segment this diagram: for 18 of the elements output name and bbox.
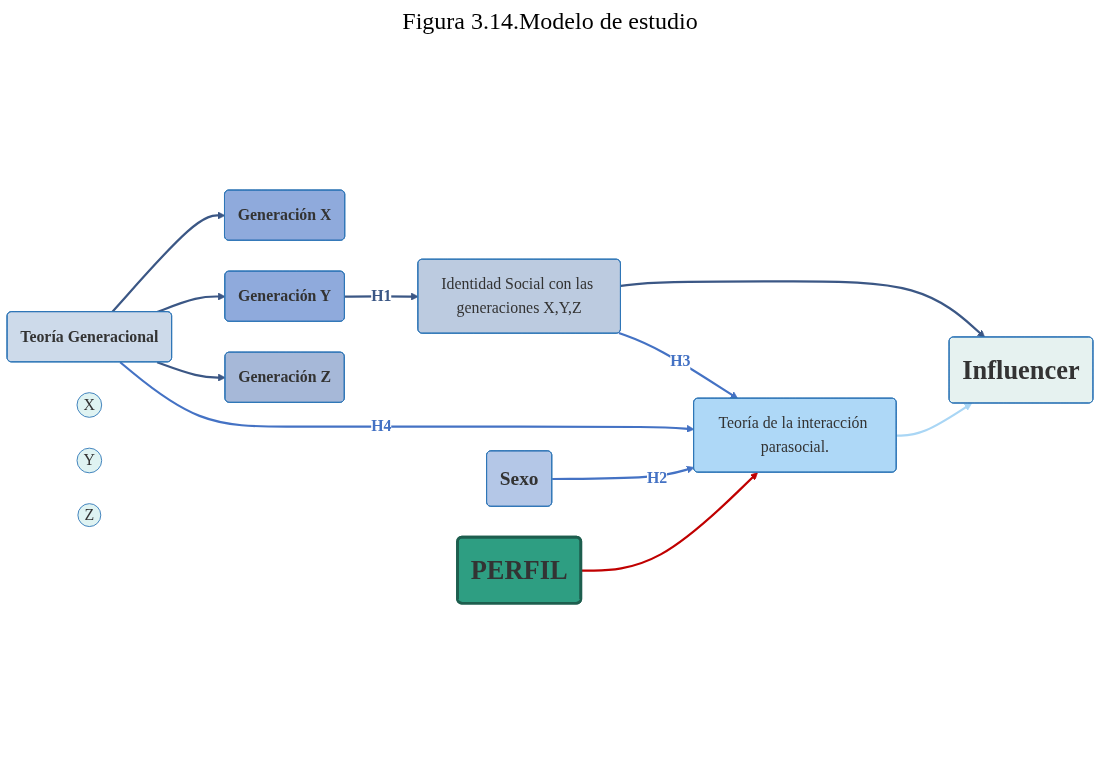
edge-label: H1: [371, 286, 392, 305]
arrow: [581, 472, 758, 572]
arrow: [618, 331, 739, 399]
arrow: [156, 361, 226, 382]
edge-label: H4: [371, 417, 392, 435]
figure-title: Figura 3.14.Modelo de estudio: [401, 8, 699, 35]
node-circle: X: [76, 392, 103, 418]
edge-label: H3: [670, 352, 691, 370]
arrow: [620, 280, 986, 338]
node-circle: Z: [77, 503, 102, 527]
arrow: [119, 361, 695, 433]
arrow: [552, 465, 695, 480]
node-circle: Y: [76, 447, 103, 474]
arrow: [344, 292, 419, 301]
arrow: [111, 211, 226, 313]
arrow: [896, 403, 972, 437]
arrow: [156, 292, 226, 313]
edge-label: H2: [646, 469, 668, 487]
